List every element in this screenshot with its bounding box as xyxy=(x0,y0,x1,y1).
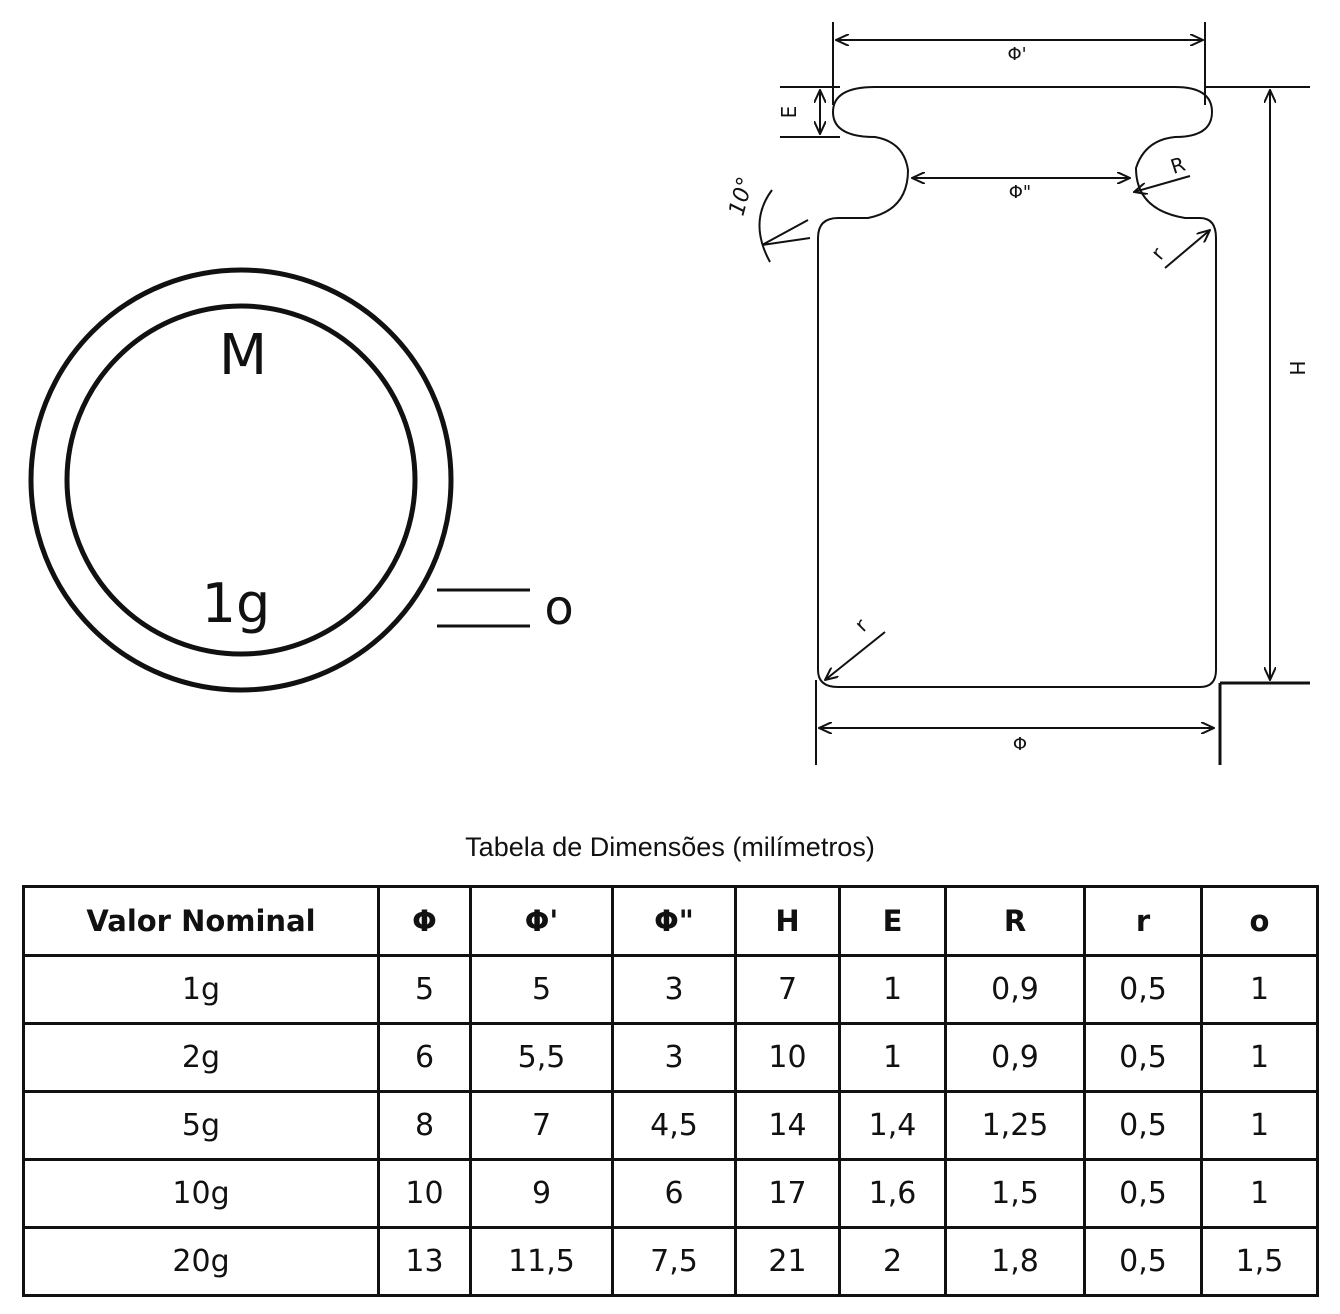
table-cell: 8 xyxy=(377,1090,472,1161)
column-header: Valor Nominal xyxy=(22,885,380,957)
outer-ring xyxy=(28,267,454,693)
table-cell: 6 xyxy=(611,1158,737,1229)
label-E: E xyxy=(777,106,801,119)
table-cell: 10 xyxy=(734,1022,841,1093)
table-cell: 6 xyxy=(377,1022,472,1093)
label-phi: Φ xyxy=(1013,734,1027,755)
column-header: o xyxy=(1200,885,1319,957)
top-view: M 1g o xyxy=(28,267,574,693)
table-cell: 1,8 xyxy=(944,1226,1086,1297)
label-H: H xyxy=(1285,360,1309,375)
table-cell: 1 xyxy=(1200,1022,1319,1093)
table-cell: 14 xyxy=(734,1090,841,1161)
table-cell: 1,25 xyxy=(944,1090,1086,1161)
side-profile: Φ' Φ" Φ E H R r r 10° xyxy=(725,22,1310,765)
table-cell: 3 xyxy=(611,954,737,1025)
dim-r-top xyxy=(1164,230,1210,269)
table-title: Tabela de Dimensões (milímetros) xyxy=(465,832,875,862)
angle-arc xyxy=(758,189,773,263)
table-cell: 0,5 xyxy=(1083,1090,1203,1161)
table-cell: 1,6 xyxy=(838,1158,947,1229)
o-label: o xyxy=(544,580,573,636)
table-cell: 20g xyxy=(22,1226,380,1297)
table-cell: 10 xyxy=(377,1158,472,1229)
table-cell: 17 xyxy=(734,1158,841,1229)
label-angle: 10° xyxy=(725,174,759,218)
table-cell: 1,5 xyxy=(944,1158,1086,1229)
table-cell: 0,5 xyxy=(1083,1226,1203,1297)
table-cell: 5,5 xyxy=(469,1022,614,1093)
label-phi-prime: Φ' xyxy=(1007,44,1026,65)
column-header: r xyxy=(1083,885,1203,957)
table-cell: 0,5 xyxy=(1083,954,1203,1025)
column-header: Φ" xyxy=(611,885,737,957)
dim-r-bottom xyxy=(825,631,886,680)
inner-ring xyxy=(64,303,418,657)
table-cell: 0,9 xyxy=(944,954,1086,1025)
table-cell: 13 xyxy=(377,1226,472,1297)
table-cell: 5 xyxy=(469,954,614,1025)
label-r-top: r xyxy=(1146,242,1170,264)
table-cell: 3 xyxy=(611,1022,737,1093)
table-cell: 1 xyxy=(838,1022,947,1093)
table-cell: 4,5 xyxy=(611,1090,737,1161)
angle-lines xyxy=(761,219,811,246)
table-cell: 5 xyxy=(377,954,472,1025)
marking-value: 1g xyxy=(202,572,271,635)
table-cell: 1 xyxy=(1200,1090,1319,1161)
table-cell: 1 xyxy=(1200,954,1319,1025)
table-cell: 7 xyxy=(734,954,841,1025)
table-cell: 7 xyxy=(469,1090,614,1161)
table-cell: 2 xyxy=(838,1226,947,1297)
dim-R xyxy=(1134,175,1191,192)
table-cell: 10g xyxy=(22,1158,380,1229)
table-cell: 1,5 xyxy=(1200,1226,1319,1297)
column-header: Φ' xyxy=(469,885,614,957)
column-header: R xyxy=(944,885,1086,957)
table-cell: 2g xyxy=(22,1022,380,1093)
table-cell: 0,5 xyxy=(1083,1022,1203,1093)
label-R: R xyxy=(1168,152,1189,179)
table-cell: 1 xyxy=(1200,1158,1319,1229)
column-header: Φ xyxy=(377,885,472,957)
table-cell: 1,4 xyxy=(838,1090,947,1161)
table-cell: 1g xyxy=(22,954,380,1025)
label-r-bottom: r xyxy=(850,613,873,636)
table-cell: 5g xyxy=(22,1090,380,1161)
table-cell: 9 xyxy=(469,1158,614,1229)
technical-drawing: M 1g o Φ' Φ" Φ E H R xyxy=(28,22,1310,765)
table-cell: 0,5 xyxy=(1083,1158,1203,1229)
knob-outline xyxy=(817,86,1217,688)
table-cell: 0,9 xyxy=(944,1022,1086,1093)
label-phi-double: Φ" xyxy=(1009,182,1031,203)
table-cell: 1 xyxy=(838,954,947,1025)
table-cell: 7,5 xyxy=(611,1226,737,1297)
table-cell: 21 xyxy=(734,1226,841,1297)
marking-letter: M xyxy=(219,323,267,388)
table-cell: 11,5 xyxy=(469,1226,614,1297)
column-header: E xyxy=(838,885,947,957)
column-header: H xyxy=(734,885,841,957)
